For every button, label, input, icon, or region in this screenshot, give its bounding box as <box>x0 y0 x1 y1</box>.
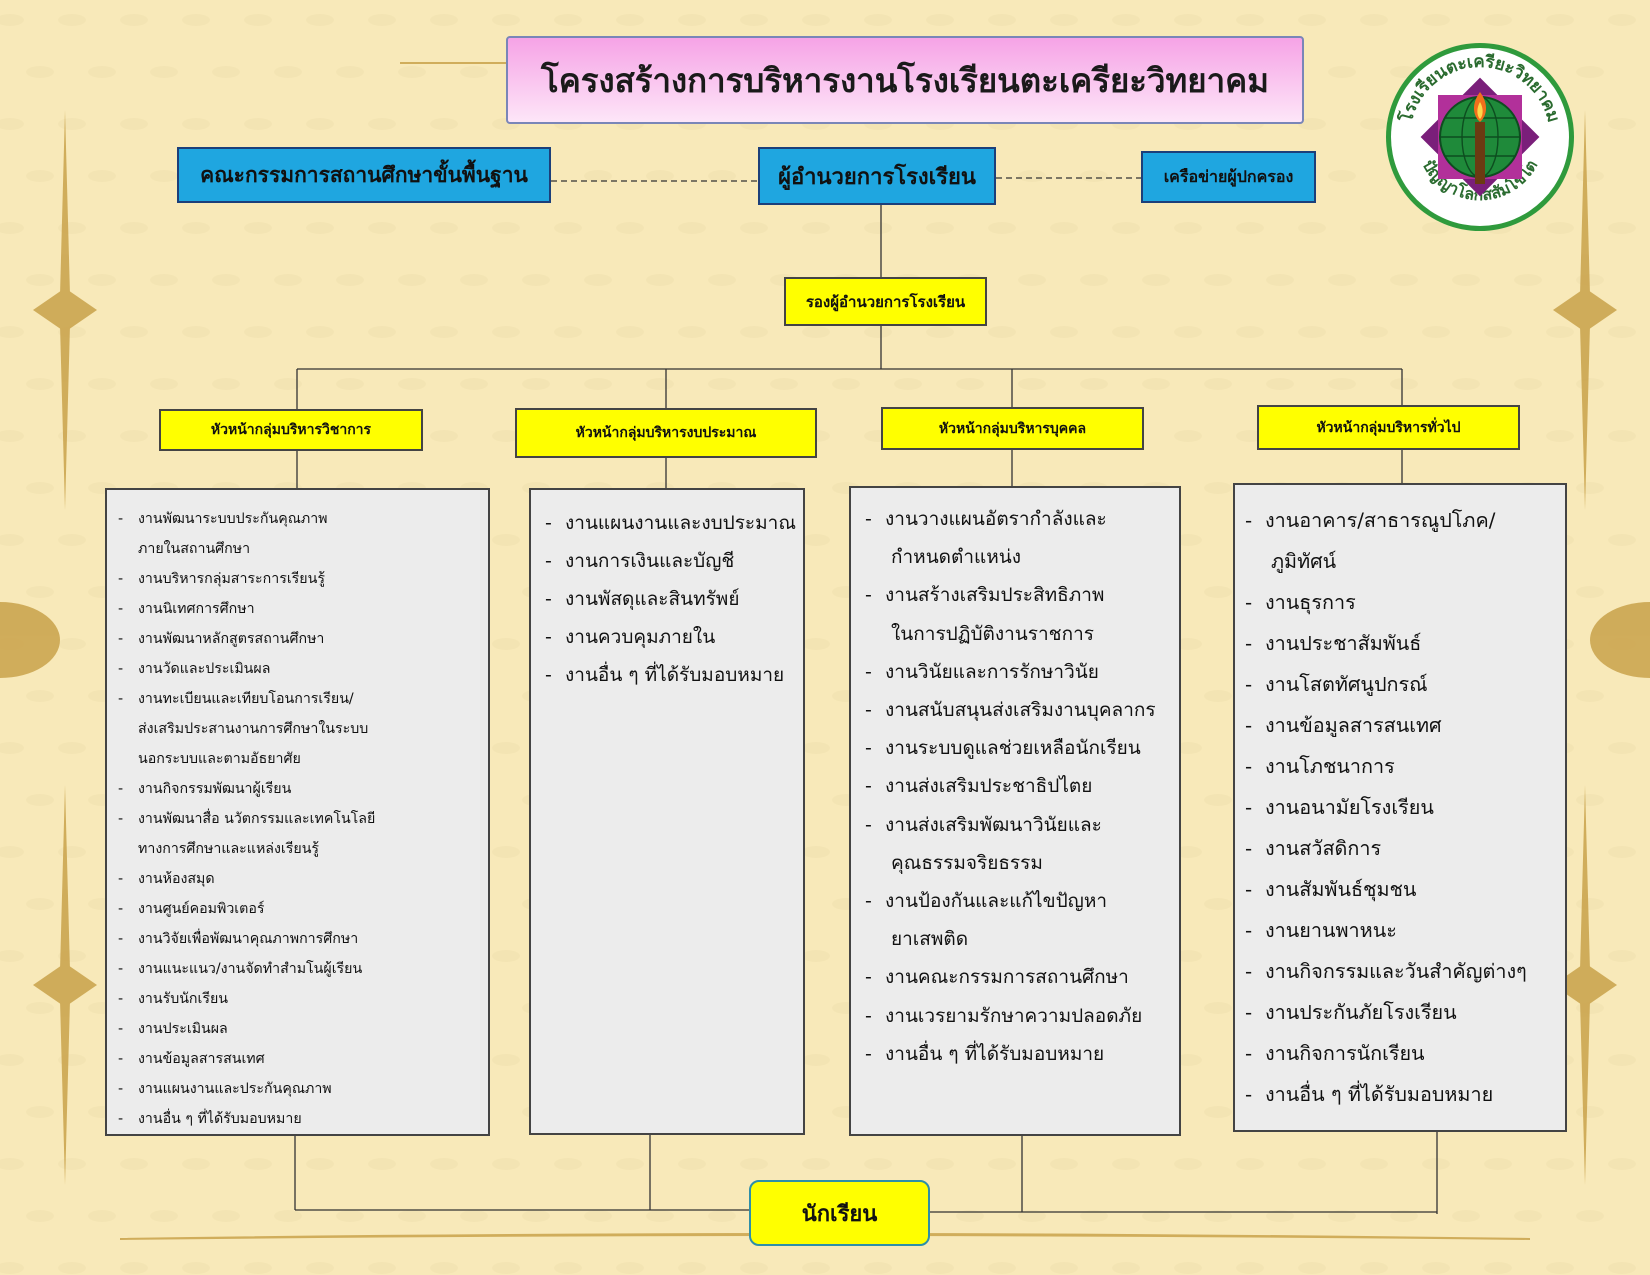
task-item: งานบริหารกลุ่มสาระการเรียนรู้ <box>118 564 482 594</box>
general-task-list: งานอาคาร/สาธารณูปโภค/ภูมิทัศน์งานธุรการง… <box>1233 483 1567 1132</box>
task-item: งานพัสดุและสินทรัพย์ <box>545 580 799 618</box>
task-item: งานควบคุมภายใน <box>545 618 799 656</box>
task-item: งานนิเทศการศึกษา <box>118 594 482 624</box>
task-item: งานวินัยและการรักษาวินัย <box>865 653 1175 691</box>
task-item: งานโสตทัศนูปกรณ์ <box>1245 664 1561 705</box>
task-item: งานประชาสัมพันธ์ <box>1245 623 1561 664</box>
task-item: ยาเสพติด <box>891 928 969 951</box>
task-item: งานกิจกรรมพัฒนาผู้เรียน <box>118 774 482 804</box>
budget-task-list: งานแผนงานและงบประมาณงานการเงินและบัญชีงา… <box>529 488 805 1135</box>
task-item: คุณธรรมจริยธรรม <box>891 851 1043 874</box>
group-head-academic: หัวหน้ากลุ่มบริหารวิชาการ <box>159 409 423 451</box>
task-item: งานระบบดูแลช่วยเหลือนักเรียน <box>865 729 1175 767</box>
task-item: งานวัดและประเมินผล <box>118 654 482 684</box>
task-item: งานพัฒนาระบบประกันคุณภาพ <box>118 504 482 534</box>
task-item: งานอื่น ๆ ที่ได้รับมอบหมาย <box>1245 1074 1561 1115</box>
group-head-general: หัวหน้ากลุ่มบริหารทั่วไป <box>1257 405 1520 450</box>
committee-box: คณะกรรมการสถานศึกษาขั้นพื้นฐาน <box>177 147 551 203</box>
task-item: งานพัฒนาสื่อ นวัตกรรมและเทคโนโลยี <box>118 804 482 834</box>
task-item: ส่งเสริมประสานงานการศึกษาในระบบ <box>138 721 369 737</box>
director-box: ผู้อำนวยการโรงเรียน <box>758 147 996 205</box>
task-item: งานป้องกันและแก้ไขปัญหา <box>865 882 1175 920</box>
personnel-task-list: งานวางแผนอัตรากำลังและกำหนดตำแหน่งงานสร้… <box>849 486 1181 1136</box>
task-item: งานอื่น ๆ ที่ได้รับมอบหมาย <box>545 656 799 694</box>
task-item: งานโภชนาการ <box>1245 746 1561 787</box>
task-item: งานศูนย์คอมพิวเตอร์ <box>118 894 482 924</box>
task-item: ภูมิทัศน์ <box>1271 550 1337 573</box>
task-item: ในการปฏิบัติงานราชการ <box>891 622 1094 645</box>
task-item: งานกิจกรรมและวันสำคัญต่างๆ <box>1245 951 1561 992</box>
task-item: งานแนะแนว/งานจัดทำสำมโนผู้เรียน <box>118 954 482 984</box>
task-item: งานสัมพันธ์ชุมชน <box>1245 869 1561 910</box>
task-item: งานแผนงานและงบประมาณ <box>545 504 799 542</box>
deputy-director-box: รองผู้อำนวยการโรงเรียน <box>784 277 987 326</box>
task-item: งานยานพาหนะ <box>1245 910 1561 951</box>
task-item: ภายในสถานศึกษา <box>138 541 251 557</box>
page-title: โครงสร้างการบริหารงานโรงเรียนตะเครียะวิท… <box>506 36 1304 124</box>
task-item: งานคณะกรรมการสถานศึกษา <box>865 958 1175 996</box>
task-item: งานห้องสมุด <box>118 864 482 894</box>
task-item: งานทะเบียนและเทียบโอนการเรียน/ <box>118 684 482 714</box>
task-item: งานวิจัยเพื่อพัฒนาคุณภาพการศึกษา <box>118 924 482 954</box>
task-item: งานอื่น ๆ ที่ได้รับมอบหมาย <box>865 1035 1175 1073</box>
task-item: งานส่งเสริมประชาธิปไตย <box>865 767 1175 805</box>
task-item: งานประเมินผล <box>118 1014 482 1044</box>
task-item: งานอนามัยโรงเรียน <box>1245 787 1561 828</box>
task-item: งานรับนักเรียน <box>118 984 482 1014</box>
task-item: งานส่งเสริมพัฒนาวินัยและ <box>865 806 1175 844</box>
task-item: ทางการศึกษาและแหล่งเรียนรู้ <box>138 841 320 857</box>
task-item: งานแผนงานและประกันคุณภาพ <box>118 1074 482 1104</box>
task-item: กำหนดตำแหน่ง <box>891 546 1022 569</box>
task-item: นอกระบบและตามอัธยาศัย <box>138 751 301 767</box>
task-item: งานพัฒนาหลักสูตรสถานศึกษา <box>118 624 482 654</box>
school-logo: โรงเรียนตะเครียะวิทยาคม ปัญญาโลกสสัมโชโต <box>1386 43 1574 231</box>
task-item: งานธุรการ <box>1245 582 1561 623</box>
group-head-budget: หัวหน้ากลุ่มบริหารงบประมาณ <box>515 408 817 458</box>
task-item: งานประกันภัยโรงเรียน <box>1245 992 1561 1033</box>
task-item: งานอาคาร/สาธารณูปโภค/ <box>1245 500 1561 541</box>
parent-network-box: เครือข่ายผู้ปกครอง <box>1141 151 1316 203</box>
group-head-personnel: หัวหน้ากลุ่มบริหารบุคคล <box>881 407 1144 450</box>
task-item: งานข้อมูลสารสนเทศ <box>1245 705 1561 746</box>
task-item: งานสร้างเสริมประสิทธิภาพ <box>865 576 1175 614</box>
task-item: งานวางแผนอัตรากำลังและ <box>865 500 1175 538</box>
academic-task-list: งานพัฒนาระบบประกันคุณภาพภายในสถานศึกษางา… <box>105 488 490 1136</box>
task-item: งานสนับสนุนส่งเสริมงานบุคลากร <box>865 691 1175 729</box>
task-item: งานสวัสดิการ <box>1245 828 1561 869</box>
task-item: งานกิจการนักเรียน <box>1245 1033 1561 1074</box>
task-item: งานการเงินและบัญชี <box>545 542 799 580</box>
student-box: นักเรียน <box>749 1180 930 1246</box>
task-item: งานอื่น ๆ ที่ได้รับมอบหมาย <box>118 1104 482 1134</box>
task-item: งานเวรยามรักษาความปลอดภัย <box>865 997 1175 1035</box>
task-item: งานข้อมูลสารสนเทศ <box>118 1044 482 1074</box>
